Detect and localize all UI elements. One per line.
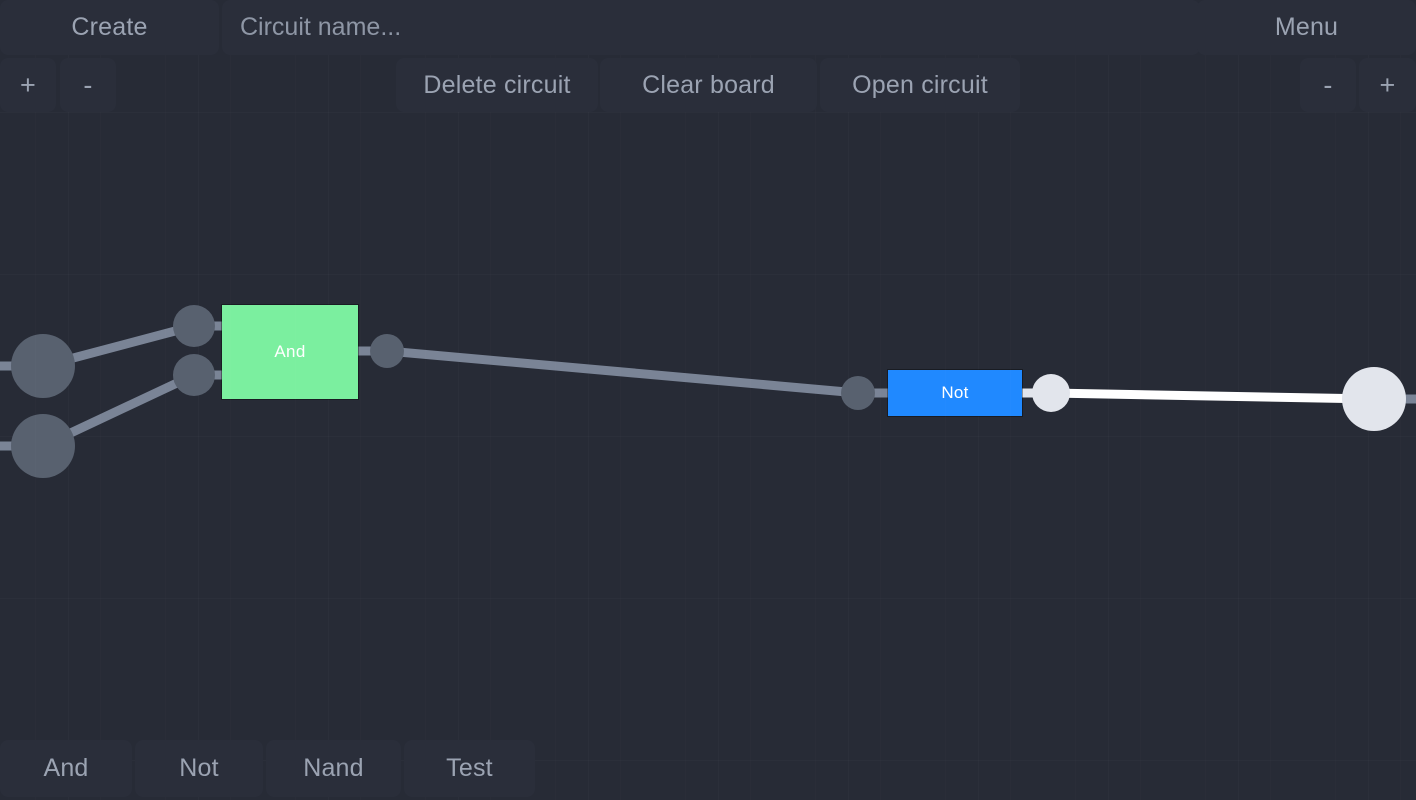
minus-icon: - xyxy=(83,69,93,100)
plus-icon: + xyxy=(20,69,36,100)
top-toolbar: Create Menu + - Delete circuit Clear boa… xyxy=(0,0,1416,112)
open-circuit-button[interactable]: Open circuit xyxy=(820,58,1020,112)
not-gate-label: Not xyxy=(941,383,969,402)
and-gate[interactable]: And xyxy=(222,305,358,399)
minus-icon: - xyxy=(1323,69,1333,100)
palette-item-and[interactable]: And xyxy=(0,740,132,797)
and-input-pin-2[interactable] xyxy=(173,354,215,396)
and-input-pin-1[interactable] xyxy=(173,305,215,347)
delete-circuit-button[interactable]: Delete circuit xyxy=(396,58,598,112)
plus-icon: + xyxy=(1379,69,1396,100)
circuit-name-input[interactable] xyxy=(222,0,1200,55)
wire-not-to-out[interactable] xyxy=(1046,388,1379,404)
create-button[interactable]: Create xyxy=(0,0,219,55)
not-gate[interactable]: Not xyxy=(888,370,1022,416)
and-gate-label: And xyxy=(274,342,306,361)
not-output-pin[interactable] xyxy=(1032,374,1070,412)
palette-item-nand[interactable]: Nand xyxy=(266,740,401,797)
wire-and-to-not[interactable] xyxy=(382,346,863,398)
output-node[interactable] xyxy=(1342,367,1406,431)
input-node-a[interactable] xyxy=(11,334,75,398)
input-node-b[interactable] xyxy=(11,414,75,478)
palette-item-test[interactable]: Test xyxy=(404,740,535,797)
pan-out-button[interactable]: - xyxy=(1300,58,1356,112)
and-output-pin[interactable] xyxy=(370,334,404,368)
gate-palette-toolbar: And Not Nand Test xyxy=(0,736,1416,800)
zoom-out-button[interactable]: - xyxy=(60,58,116,112)
palette-item-not[interactable]: Not xyxy=(135,740,263,797)
zoom-in-button[interactable]: + xyxy=(0,58,56,112)
pan-in-button[interactable]: + xyxy=(1359,58,1416,112)
menu-button[interactable]: Menu xyxy=(1197,0,1416,55)
clear-board-button[interactable]: Clear board xyxy=(600,58,817,112)
not-input-pin[interactable] xyxy=(841,376,875,410)
